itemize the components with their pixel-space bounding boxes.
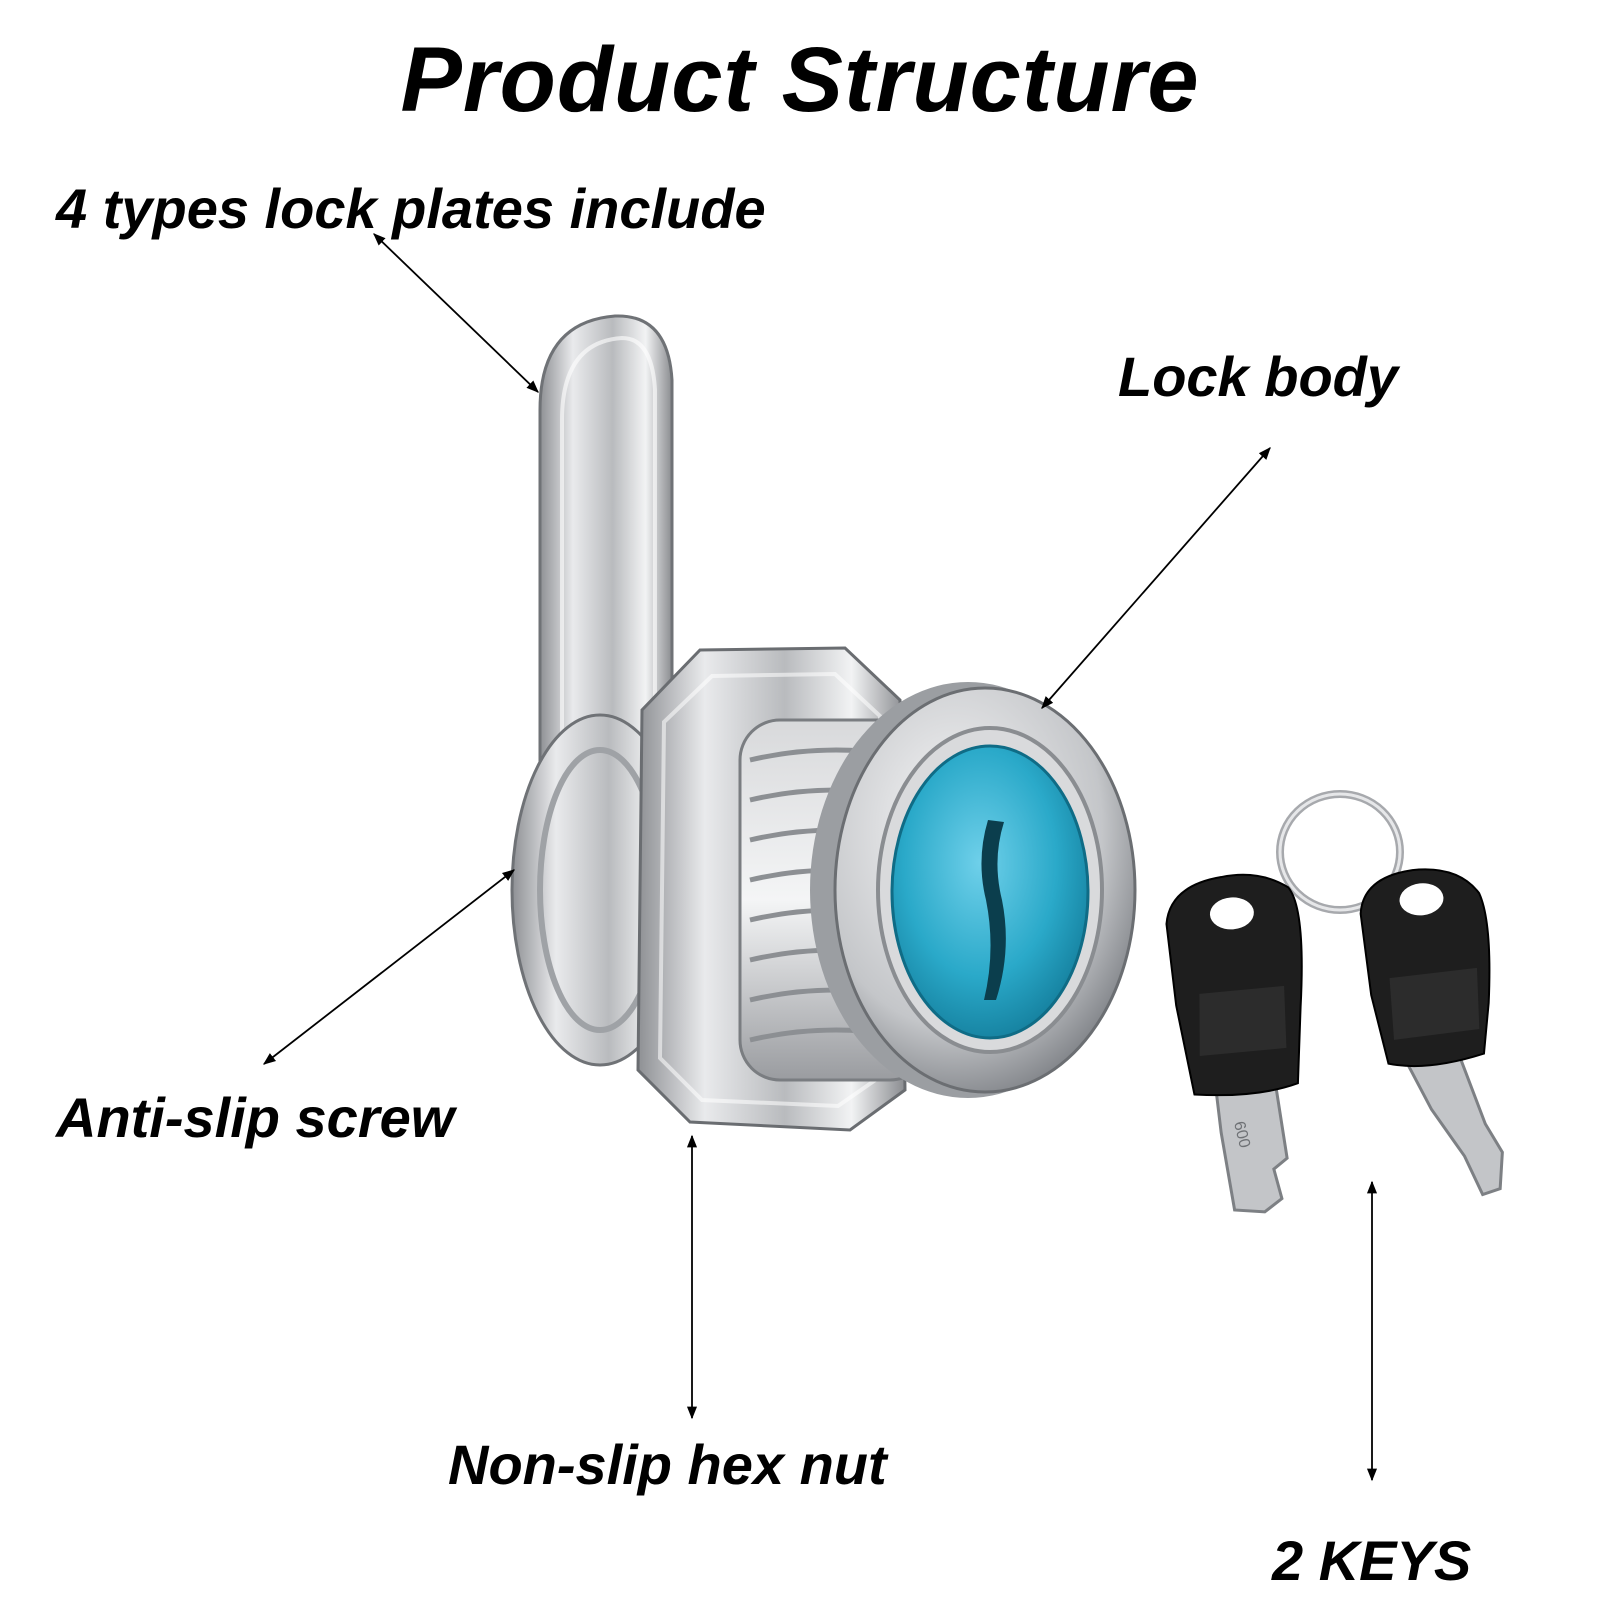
label-anti-slip-screw: Anti-slip screw xyxy=(56,1086,455,1149)
keyhole-icon xyxy=(981,820,1006,1000)
keys: 600 xyxy=(1165,790,1504,1214)
label-keys: 2 KEYS xyxy=(1272,1529,1472,1592)
lock-body xyxy=(810,682,1137,1098)
key-left-icon: 600 xyxy=(1165,873,1303,1214)
arrow-anti-slip-screw xyxy=(263,869,515,1065)
arrow-lock-body xyxy=(1041,447,1271,709)
key-right-icon xyxy=(1359,868,1504,1197)
label-hex-nut: Non-slip hex nut xyxy=(448,1433,887,1496)
page-title: Product Structure xyxy=(400,29,1200,131)
arrow-lock-plates xyxy=(373,233,539,393)
label-lock-body: Lock body xyxy=(1118,345,1399,408)
label-lock-plates: 4 types lock plates include xyxy=(56,177,766,240)
leader-lines xyxy=(263,233,1378,1482)
svg-text:600: 600 xyxy=(1230,1120,1253,1150)
